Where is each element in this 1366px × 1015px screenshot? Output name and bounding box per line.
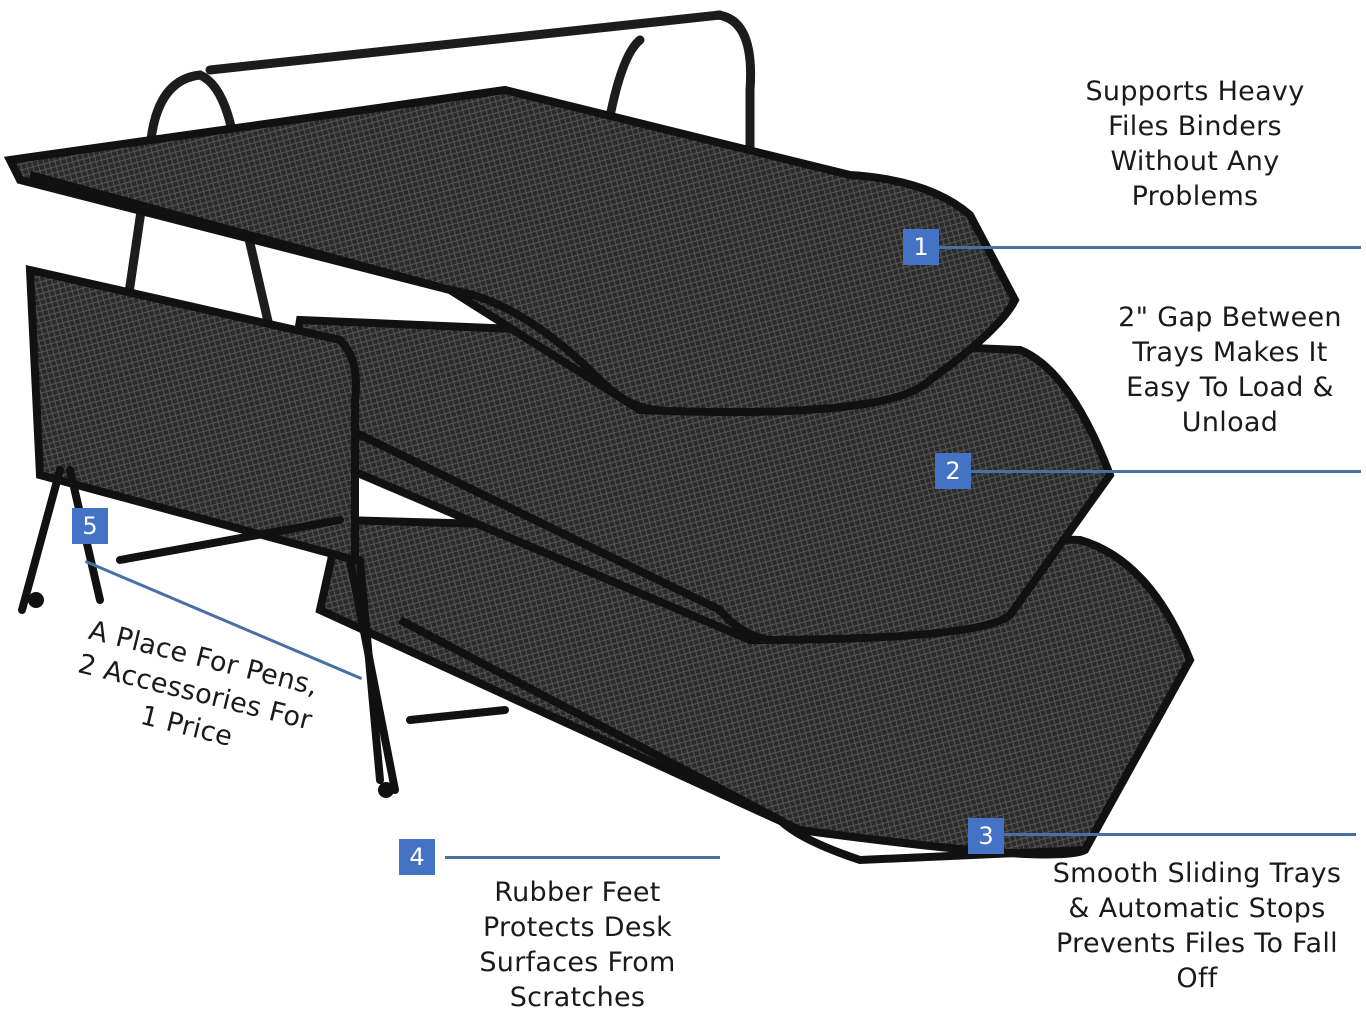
callout-5-badge: 5 <box>72 508 108 544</box>
legs <box>18 466 509 794</box>
callout-3-badge: 3 <box>968 818 1004 854</box>
callout-1-badge: 1 <box>903 229 939 265</box>
callout-4-text: Rubber Feet Protects Desk Surfaces From … <box>479 877 676 1013</box>
callout-4-badge: 4 <box>399 839 435 875</box>
callout-2-leader <box>971 470 1361 473</box>
pen-holder <box>25 264 360 566</box>
middle-tray <box>275 315 1115 645</box>
callout-1-text: Supports Heavy Files Binders Without Any… <box>1085 76 1305 212</box>
callout-3-leader <box>1004 833 1356 836</box>
callout-4-leader <box>445 856 720 859</box>
callout-2-text: 2" Gap Between Trays Makes It Easy To Lo… <box>1118 302 1342 438</box>
top-tray <box>3 85 1020 416</box>
rubber-feet <box>28 592 394 798</box>
callout-2-badge: 2 <box>935 453 971 489</box>
callout-1-leader <box>939 246 1361 249</box>
callout-3-text: Smooth Sliding Trays & Automatic Stops P… <box>1052 858 1342 994</box>
